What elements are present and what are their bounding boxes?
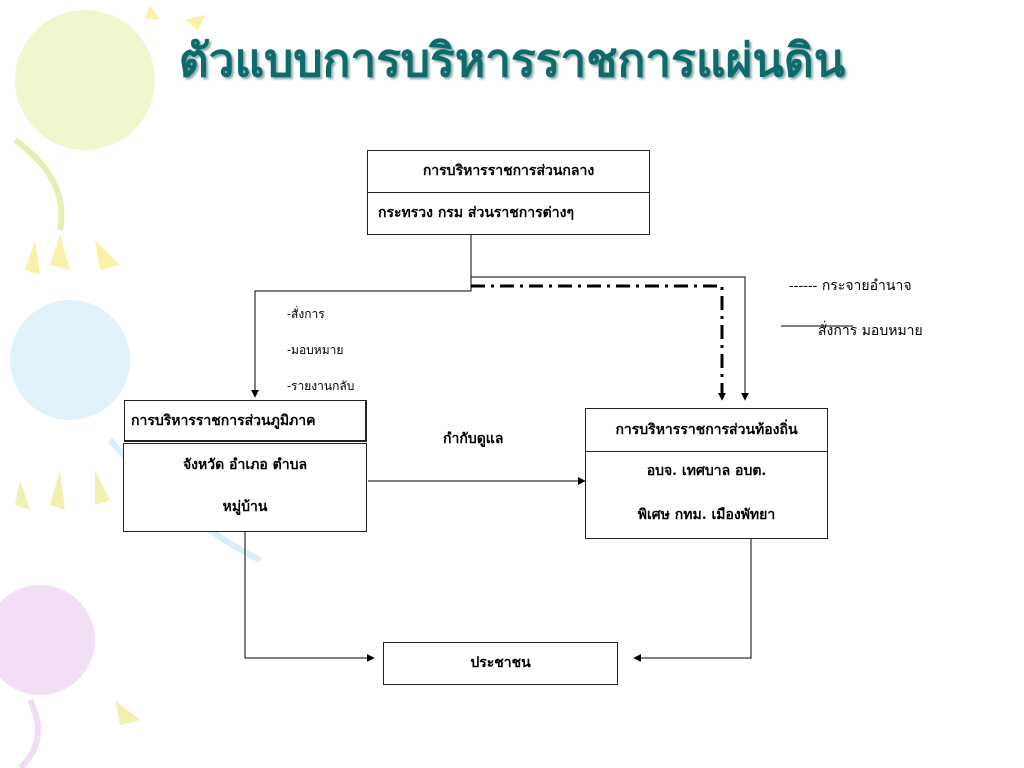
supervise-label: กำกับดูแล — [443, 431, 504, 447]
central-to-local-arrow — [471, 276, 749, 401]
regional-to-people-arrow — [244, 530, 375, 662]
people-box: ประชาชน — [383, 642, 618, 685]
regional-admin-line2: หมู่บ้าน — [222, 499, 268, 515]
regional-admin-body: จังหวัด อำเภอ ตำบล หมู่บ้าน — [123, 443, 367, 532]
local-admin-header: การบริหารราชการส่วนท้องถิ่น — [586, 409, 827, 452]
central-admin-body: กระทรวง กรม ส่วนราชการต่างๆ — [378, 205, 574, 221]
central-admin-header: การบริหารราชการส่วนกลาง — [368, 151, 649, 193]
note-command: -สั่งการ — [287, 307, 325, 321]
regional-admin-line1: จังหวัด อำเภอ ตำบล — [182, 457, 308, 473]
note-assign: -มอบหมาย — [287, 343, 344, 357]
legend-command-assign: สั่งการ มอบหมาย — [818, 323, 923, 339]
page-title: ตัวแบบการบริหารราชการแผ่นดิน — [178, 33, 846, 87]
local-admin-box: การบริหารราชการส่วนท้องถิ่น อบจ. เทศบาล … — [585, 408, 828, 539]
note-report: -รายงานกลับ — [287, 379, 355, 393]
decentralize-arrow — [471, 284, 724, 400]
central-admin-box: การบริหารราชการส่วนกลาง กระทรวง กรม ส่วน… — [367, 150, 650, 235]
local-admin-line1: อบจ. เทศบาล อบต. — [646, 463, 767, 479]
legend-decentralize: ------ กระจายอำนาจ — [789, 278, 912, 294]
central-to-regional-arrow — [251, 235, 472, 398]
local-admin-line2: พิเศษ กทม. เมืองพัทยา — [637, 507, 776, 523]
local-to-people-arrow — [633, 539, 752, 662]
regional-admin-header: การบริหารราชการส่วนภูมิภาค — [124, 400, 367, 442]
